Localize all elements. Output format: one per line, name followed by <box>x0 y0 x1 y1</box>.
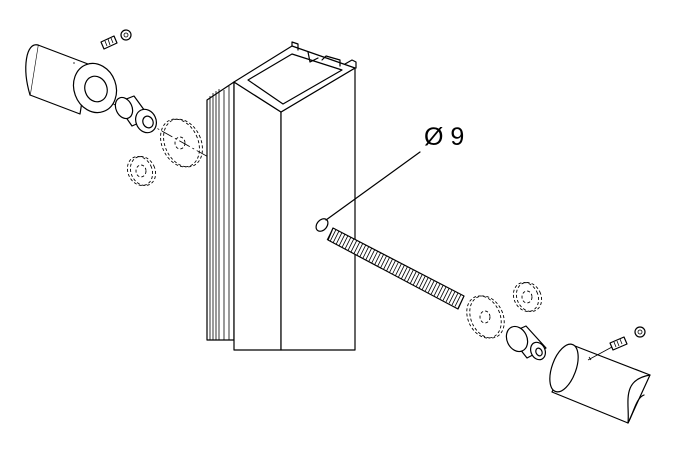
thread-line <box>442 288 450 301</box>
thread-line <box>398 264 405 278</box>
thread-line <box>353 241 361 255</box>
thread-line <box>436 285 444 298</box>
thread-line <box>326 227 334 241</box>
thread-line <box>356 243 364 256</box>
bushing-right <box>505 325 547 361</box>
thread-line <box>401 266 408 279</box>
hole-diameter-label: Ø 9 <box>424 123 464 151</box>
set-screw-left <box>100 29 132 50</box>
thread-line <box>415 274 423 287</box>
thread-line <box>395 263 402 276</box>
thread-line <box>335 232 343 245</box>
thread-line <box>359 244 367 258</box>
thread-line <box>389 260 396 273</box>
threaded-rod <box>326 227 465 310</box>
thread-line <box>407 269 414 282</box>
thread-line <box>341 235 349 248</box>
thread-line <box>448 291 456 304</box>
thread-line <box>433 283 441 296</box>
thread-line <box>338 234 346 247</box>
washer-left-large <box>160 118 203 168</box>
washer-right-large <box>466 295 505 339</box>
thread-line <box>377 254 384 267</box>
thread-line <box>344 237 352 250</box>
thread-line <box>421 277 429 290</box>
thread-line <box>427 280 435 293</box>
thread-line <box>329 229 337 242</box>
thread-line <box>386 258 393 272</box>
dimension-leader <box>325 151 421 221</box>
set-screw-right <box>587 326 646 361</box>
thread-line <box>445 289 453 302</box>
thread-line <box>350 240 358 253</box>
washer-left-small <box>126 156 157 186</box>
thread-line <box>365 247 373 261</box>
thread-line <box>347 238 355 251</box>
thread-line <box>362 246 370 259</box>
thread-line <box>392 261 399 275</box>
thread-line <box>368 249 376 262</box>
washer-right-small <box>512 282 543 312</box>
thread-line <box>424 278 432 292</box>
thread-line <box>383 257 390 270</box>
thread-line <box>404 268 411 281</box>
handle-tube-right <box>549 343 651 424</box>
thread-line <box>451 292 459 306</box>
frame-profile <box>206 41 357 351</box>
thread-line <box>418 275 426 289</box>
thread-line <box>439 286 447 299</box>
handle-tube-left <box>25 44 118 115</box>
thread-line <box>371 251 379 264</box>
bushing-left <box>114 95 157 134</box>
thread-line <box>374 252 381 265</box>
thread-line <box>380 255 387 268</box>
thread-line <box>412 272 420 285</box>
thread-line <box>457 295 465 309</box>
thread-line <box>332 230 340 244</box>
thread-line <box>454 294 462 307</box>
thread-line <box>430 281 438 295</box>
thread-line <box>410 271 417 284</box>
